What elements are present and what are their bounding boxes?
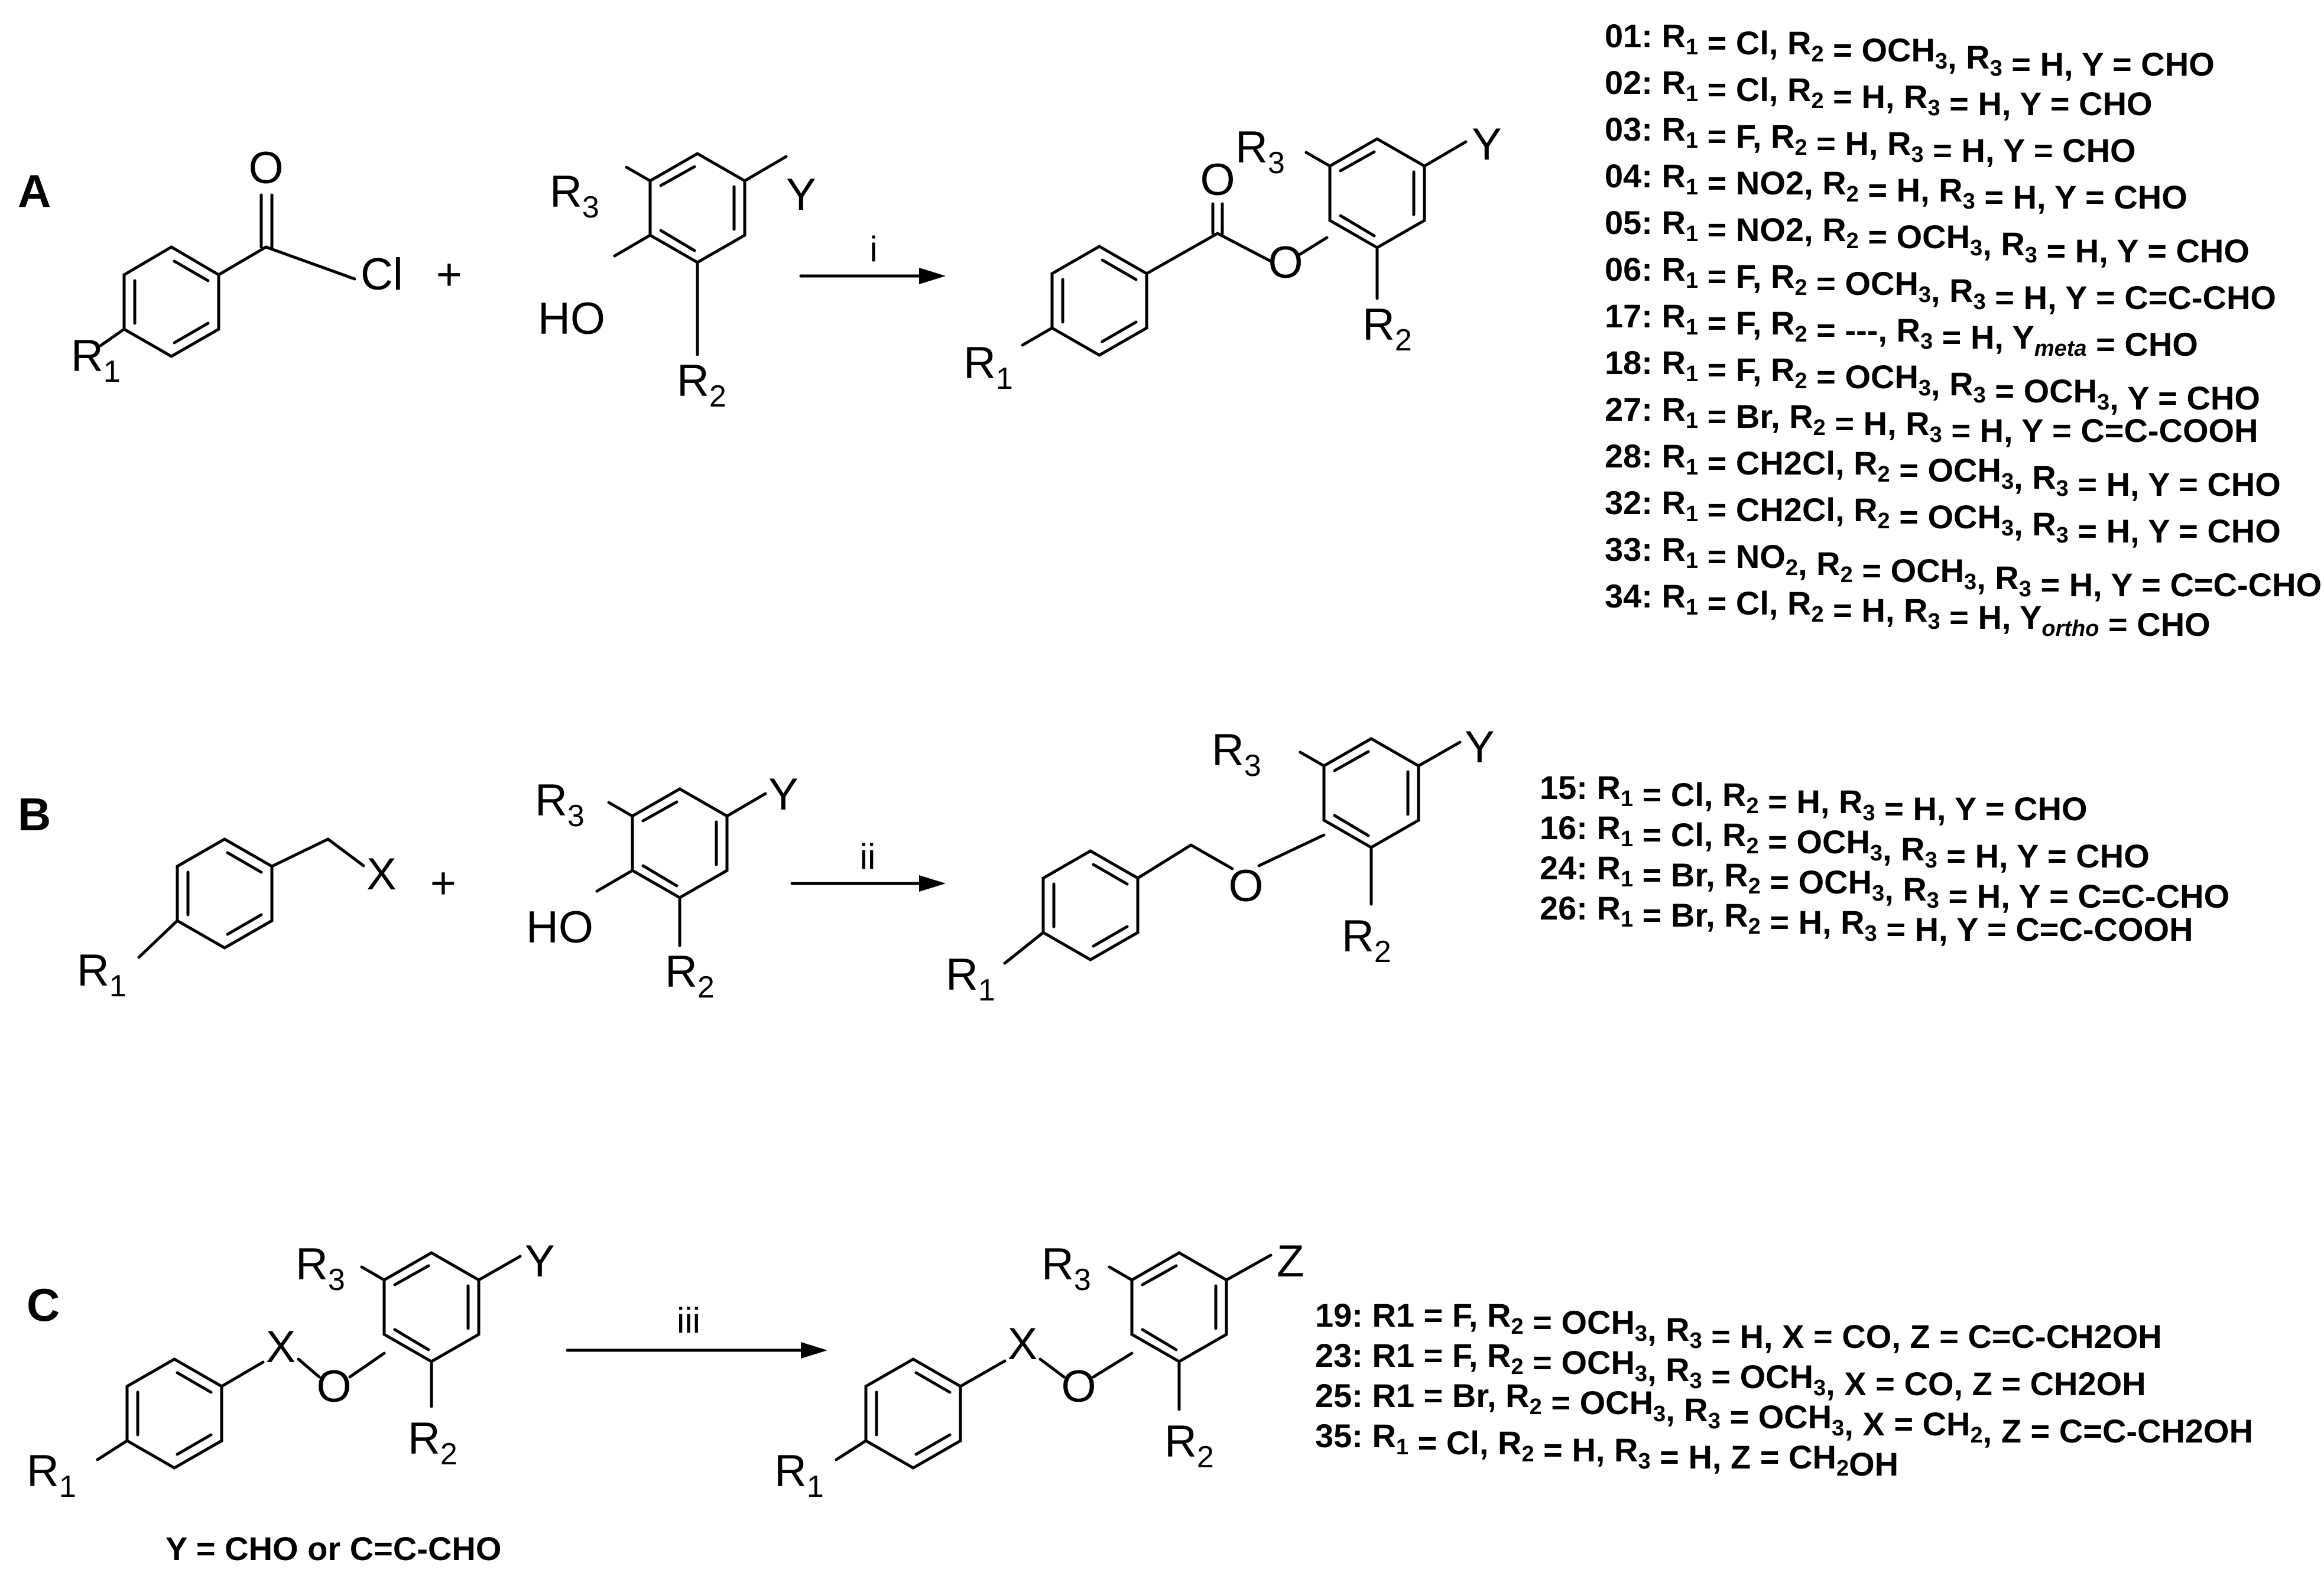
benzyl-ether-product-structure	[1003, 737, 1462, 965]
product-ester-oxygen: O	[1268, 238, 1303, 288]
arrow-a	[919, 268, 946, 284]
benzyl-halide-structure	[137, 837, 365, 959]
r1-label-product-b: R1	[946, 950, 995, 1008]
r2-label-phenol-b: R2	[665, 947, 715, 1005]
compound-entry: 15: R1 = Cl, R2 = H, R3 = H, Y = CHO	[1540, 769, 2088, 827]
product-structure-c	[835, 1251, 1273, 1470]
r1-label-b-reactant: R1	[77, 946, 126, 1003]
footnote-y-definition: Y = CHO or C=C-CHO	[165, 1530, 501, 1567]
compound-entry: 05: R1 = NO2, R2 = OCH3, R3 = H, Y = CHO	[1605, 204, 2250, 269]
section-label-a: A	[18, 165, 51, 217]
compound-entry: 23: R1 = F, R2 = OCH3, R3 = OCH3, X = CO…	[1315, 1337, 2146, 1402]
r2-label-phenol-a: R2	[677, 356, 726, 414]
compound-list-b: 15: R1 = Cl, R2 = H, R3 = H, Y = CHO16: …	[1540, 769, 2229, 948]
y-label-reactant-c: Y	[525, 1236, 555, 1286]
plus-sign-b: +	[430, 858, 456, 908]
compound-entry: 33: R1 = NO2, R2 = OCH3, R3 = H, Y = C=C…	[1605, 531, 2322, 603]
r2-label-product-a: R2	[1362, 300, 1412, 358]
compound-entry: 32: R1 = CH2Cl, R2 = OCH3, R3 = H, Y = C…	[1605, 484, 2281, 550]
carbonyl-oxygen-label: O	[248, 143, 283, 193]
product-carbonyl-oxygen: O	[1200, 155, 1235, 205]
compound-entry: 19: R1 = F, R2 = OCH3, R3 = H, X = CO, Z…	[1315, 1297, 2162, 1355]
r1-label-reactant-c: R1	[27, 1446, 76, 1504]
ester-product-structure	[1021, 137, 1468, 357]
phenol-structure-b	[595, 787, 767, 947]
y-label-product-b: Y	[1465, 722, 1495, 772]
compound-entry: 18: R1 = F, R2 = OCH3, R3 = OCH3, Y = CH…	[1605, 344, 2260, 417]
condition-b: ii	[860, 837, 876, 876]
ho-label-phenol-a: HO	[538, 294, 605, 344]
x-label-benzyl: X	[366, 849, 397, 899]
product-ether-oxygen-b: O	[1228, 861, 1263, 911]
reactant-structure-c	[96, 1251, 522, 1470]
arrow-b	[919, 875, 946, 892]
oxygen-label-reactant-c: O	[316, 1362, 351, 1412]
section-label-c: C	[27, 1279, 60, 1331]
r3-label-product-c: R3	[1041, 1239, 1091, 1297]
condition-c: iii	[677, 1301, 700, 1340]
r3-label-phenol-b: R3	[535, 775, 585, 833]
condition-a: i	[869, 229, 877, 269]
compound-entry: 16: R1 = Cl, R2 = OCH3, R3 = H, Y = CHO	[1540, 809, 2150, 875]
r2-label-reactant-c: R2	[408, 1414, 457, 1471]
compound-list-a: 01: R1 = Cl, R2 = OCH3, R3 = H, Y = CHO0…	[1605, 17, 2322, 643]
compound-entry: 17: R1 = F, R2 = ---, R3 = H, Ymeta = CH…	[1605, 297, 2198, 363]
ho-label-phenol-b: HO	[526, 902, 593, 953]
compound-entry: 04: R1 = NO2, R2 = H, R3 = H, Y = CHO	[1605, 157, 2187, 216]
compound-entry: 06: R1 = F, R2 = OCH3, R3 = H, Y = C=C-C…	[1605, 251, 2276, 316]
r2-label-product-c: R2	[1164, 1416, 1214, 1474]
compound-entry: 28: R1 = CH2Cl, R2 = OCH3, R3 = H, Y = C…	[1605, 437, 2281, 503]
compound-entry: 25: R1 = Br, R2 = OCH3, R3 = OCH3, X = C…	[1315, 1377, 2253, 1450]
r1-label-a-reactant: R1	[71, 331, 121, 389]
z-label-product-c: Z	[1277, 1236, 1304, 1286]
r1-label-product-c: R1	[774, 1446, 824, 1504]
section-label-b: B	[18, 788, 51, 840]
r2-label-product-b: R2	[1342, 911, 1391, 969]
compound-entry: 24: R1 = Br, R2 = OCH3, R3 = H, Y = C=C-…	[1540, 849, 2229, 915]
y-label-product-a: Y	[1472, 119, 1502, 170]
compound-entry: 26: R1 = Br, R2 = H, R3 = H, Y = C=C-COO…	[1540, 889, 2193, 948]
compound-entry: 02: R1 = Cl, R2 = H, R3 = H, Y = CHO	[1605, 64, 2153, 122]
r3-label-product-a: R3	[1235, 122, 1285, 180]
compound-entry: 03: R1 = F, R2 = H, R3 = H, Y = CHO	[1605, 111, 2136, 169]
y-label-phenol-a: Y	[786, 170, 816, 220]
r1-label-product-a: R1	[963, 338, 1013, 396]
compound-entry: 34: R1 = Cl, R2 = H, R3 = H, Yortho = CH…	[1605, 577, 2211, 643]
arrow-c	[801, 1342, 827, 1359]
plus-sign-a: +	[436, 249, 462, 300]
x-label-product-c: X	[1008, 1319, 1038, 1369]
r3-label-phenol-a: R3	[550, 167, 599, 225]
oxygen-label-product-c: O	[1061, 1362, 1096, 1412]
acyl-chloride-structure	[99, 193, 356, 358]
phenol-structure-a	[613, 152, 788, 356]
compound-entry: 27: R1 = Br, R2 = H, R3 = H, Y = C=C-COO…	[1605, 391, 2258, 449]
compound-entry: 01: R1 = Cl, R2 = OCH3, R3 = H, Y = CHO	[1605, 17, 2215, 83]
compound-list-c: 19: R1 = F, R2 = OCH3, R3 = H, X = CO, Z…	[1315, 1297, 2253, 1483]
chlorine-label: Cl	[361, 249, 403, 300]
compound-entry: 35: R1 = Cl, R2 = H, R3 = H, Z = CH2OH	[1315, 1417, 1898, 1483]
x-label-reactant-c: X	[266, 1322, 296, 1372]
r3-label-reactant-c: R3	[296, 1239, 345, 1297]
y-label-phenol-b: Y	[768, 769, 799, 820]
r3-label-product-b: R3	[1212, 725, 1261, 783]
